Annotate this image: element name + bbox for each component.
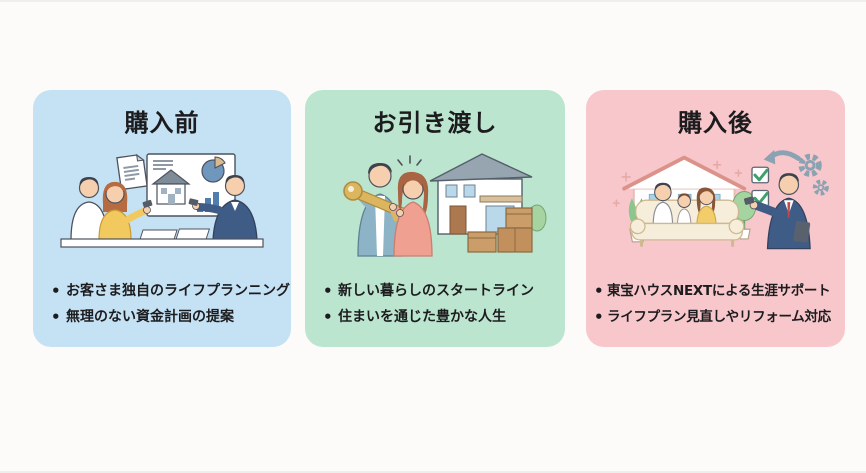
- card-before-purchase: 購入前: [33, 90, 291, 347]
- presentation-board-icon: [146, 153, 236, 217]
- bullet-item: ライフプラン見直しやリフォーム対応: [594, 304, 839, 330]
- card-after-purchase: 購入後: [586, 90, 845, 347]
- customer-woman: [98, 181, 153, 241]
- consultation-meeting-svg: [60, 153, 264, 248]
- key-handover-svg: [342, 153, 546, 257]
- bullet-item: お客さま独自のライフプランニング: [51, 278, 290, 304]
- bullet-item: 住まいを通じた豊かな人生: [323, 304, 559, 330]
- tie: [787, 202, 791, 218]
- frame-edge-bottom: [0, 471, 866, 473]
- consultant: [743, 173, 811, 250]
- door-icon: [449, 205, 466, 235]
- customer-man: [70, 177, 108, 241]
- bullet-item: 新しい暮らしのスタートライン: [323, 278, 559, 304]
- wife: [388, 171, 433, 257]
- gear-icon: [798, 153, 822, 177]
- bullet-list-handover: 新しい暮らしのスタートライン 住まいを通じた豊かな人生: [305, 278, 565, 330]
- bullet-item: 東宝ハウスNEXTによる生涯サポート: [594, 278, 839, 304]
- sofa-seat: [629, 218, 745, 247]
- tablet-icon: [793, 220, 811, 243]
- card-title-handover: お引き渡し: [372, 109, 498, 137]
- gear-icon-small: [812, 179, 829, 196]
- refresh-arrow-icon: [763, 149, 801, 165]
- card-handover: お引き渡し: [305, 90, 565, 347]
- moving-boxes-icon: [466, 207, 533, 253]
- advisor-man: [188, 175, 258, 241]
- card-title-after-purchase: 購入後: [678, 109, 753, 137]
- family-aftercare-illustration: [586, 141, 845, 271]
- bullet-list-after-purchase: 東宝ハウスNEXTによる生涯サポート ライフプラン見直しやリフォーム対応: [586, 278, 845, 330]
- sparkle-marks: [612, 160, 742, 207]
- sparkle-marks: [396, 155, 422, 166]
- phone-icon: [743, 196, 755, 205]
- frame-edge-top: [0, 0, 866, 2]
- bullet-list-before-purchase: お客さま独自のライフプランニング 無理のない資金計画の提案: [33, 278, 291, 330]
- key-handover-illustration: [305, 141, 565, 271]
- card-title-before-purchase: 購入前: [124, 109, 200, 137]
- consultation-meeting-illustration: [33, 141, 291, 271]
- checklist-icon: [751, 166, 769, 207]
- family-aftercare-svg: [612, 149, 829, 250]
- meeting-table: [60, 228, 264, 248]
- bullet-item: 無理のない資金計画の提案: [51, 304, 285, 330]
